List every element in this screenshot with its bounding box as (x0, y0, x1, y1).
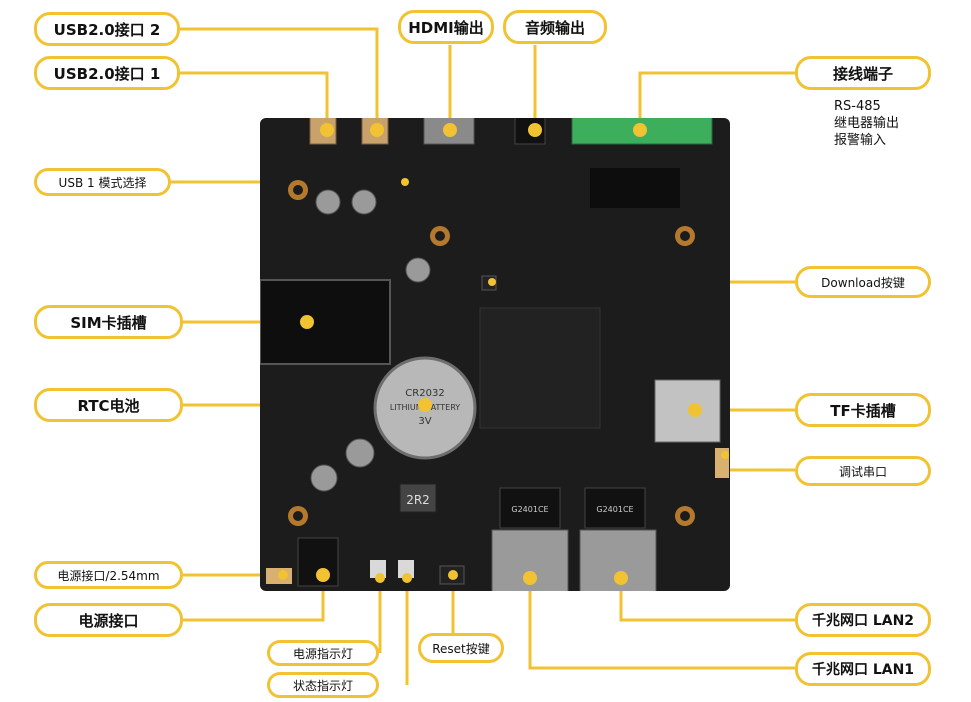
leader-lan2 (619, 578, 795, 622)
pcb-board: CR2032 LITHIUM BATTERY 3V 2R2 G2401CE G2… (260, 118, 730, 591)
battery-marking-3: 3V (418, 416, 431, 427)
leader-usb1 (180, 71, 329, 128)
leader-terminal (638, 71, 795, 128)
usb-port-1 (309, 118, 337, 145)
audio-jack (514, 118, 546, 145)
label-power-254: 电源接口/2.54mm (34, 561, 183, 589)
label-terminal: 接线端子 (795, 56, 931, 90)
label-debug: 调试串口 (795, 456, 931, 486)
dc-jack (297, 537, 339, 587)
leader-lan1 (528, 578, 795, 670)
terminal-desc-relay: 继电器输出 (834, 116, 900, 131)
lan1-port (491, 529, 569, 591)
debug-header (715, 448, 729, 478)
label-usb1-mode: USB 1 模式选择 (34, 168, 171, 196)
relay-chip (590, 168, 680, 208)
power-header (266, 568, 292, 584)
label-audio: 音频输出 (503, 10, 607, 44)
terminal-block (571, 118, 713, 145)
usb-port-2 (361, 118, 389, 145)
terminal-desc-rs485: RS-485 (834, 99, 881, 114)
magnetics-1 (499, 487, 561, 529)
label-lan2: 千兆网口 LAN2 (795, 603, 931, 637)
download-button (481, 275, 497, 291)
inductor-marking: 2R2 (406, 493, 430, 507)
leader-usb2 (180, 27, 379, 128)
hdmi-port (423, 118, 475, 145)
label-usb2: USB2.0接口 2 (34, 12, 180, 46)
label-rtc: RTC电池 (34, 388, 183, 422)
label-download: Download按键 (795, 266, 931, 298)
magnetics-marking-2: G2401CE (596, 505, 633, 514)
label-power: 电源接口 (34, 603, 183, 637)
label-power-led: 电源指示灯 (267, 640, 379, 666)
terminal-desc: RS-485 继电器输出 报警输入 (834, 98, 899, 149)
label-lan1: 千兆网口 LAN1 (795, 652, 931, 686)
label-reset: Reset按键 (418, 633, 504, 663)
leader-debug (723, 455, 795, 472)
magnetics-2 (584, 487, 646, 529)
power-led (370, 560, 386, 578)
tf-slot (654, 379, 721, 443)
label-hdmi: HDMI输出 (398, 10, 494, 44)
capacitors (310, 189, 431, 492)
soc-area (479, 307, 601, 429)
battery-marking-2: LITHIUM BATTERY (390, 403, 460, 412)
sim-slot (260, 279, 391, 365)
reset-button (439, 565, 465, 585)
terminal-desc-alarm: 报警输入 (834, 133, 887, 148)
status-led (398, 560, 414, 578)
label-tf: TF卡插槽 (795, 393, 931, 427)
label-usb1: USB2.0接口 1 (34, 56, 180, 90)
lan2-port (579, 529, 657, 591)
label-sim: SIM卡插槽 (34, 305, 183, 339)
label-status-led: 状态指示灯 (267, 672, 379, 698)
battery-marking-1: CR2032 (405, 388, 444, 399)
magnetics-marking-1: G2401CE (511, 505, 548, 514)
inductor (399, 483, 437, 513)
